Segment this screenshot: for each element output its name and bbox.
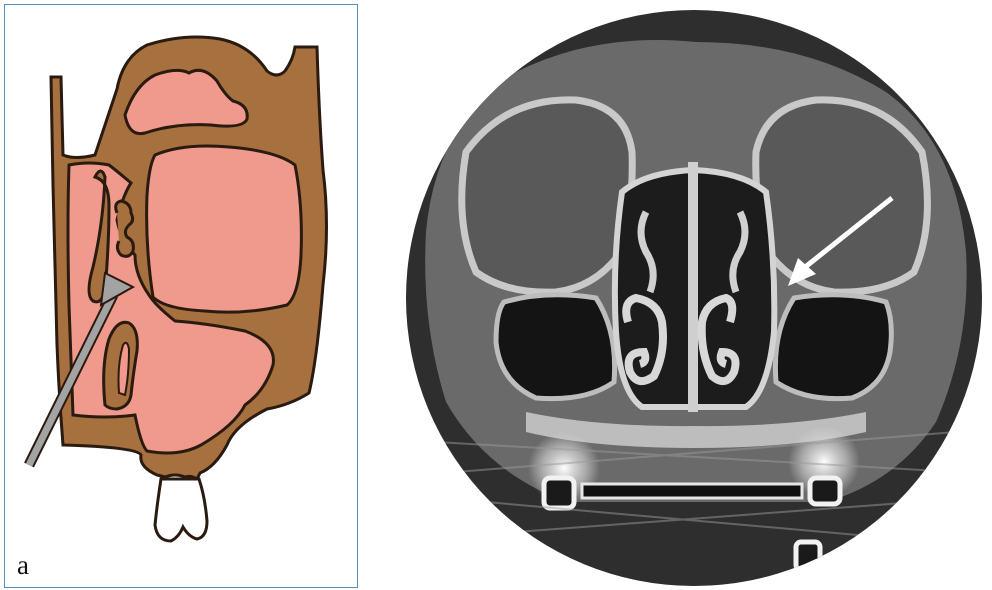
- right-maxillary-sinus: [775, 295, 891, 399]
- tooth-icon: [155, 479, 207, 541]
- right-orbit: [756, 100, 928, 292]
- maxillary-sinus: [147, 146, 302, 312]
- panel-b-ct-scan: b: [396, 2, 992, 590]
- panel-a-label: a: [17, 552, 29, 579]
- nasal-septum: [688, 162, 698, 412]
- left-maxillary-sinus: [496, 295, 615, 399]
- ct-scan-image: [396, 2, 992, 590]
- implant-bar: [582, 484, 802, 498]
- panel-a-schematic: a: [4, 4, 358, 588]
- sinus-schematic-illustration: [5, 5, 357, 587]
- left-orbit: [462, 100, 633, 292]
- panel-b-label: b: [404, 551, 418, 578]
